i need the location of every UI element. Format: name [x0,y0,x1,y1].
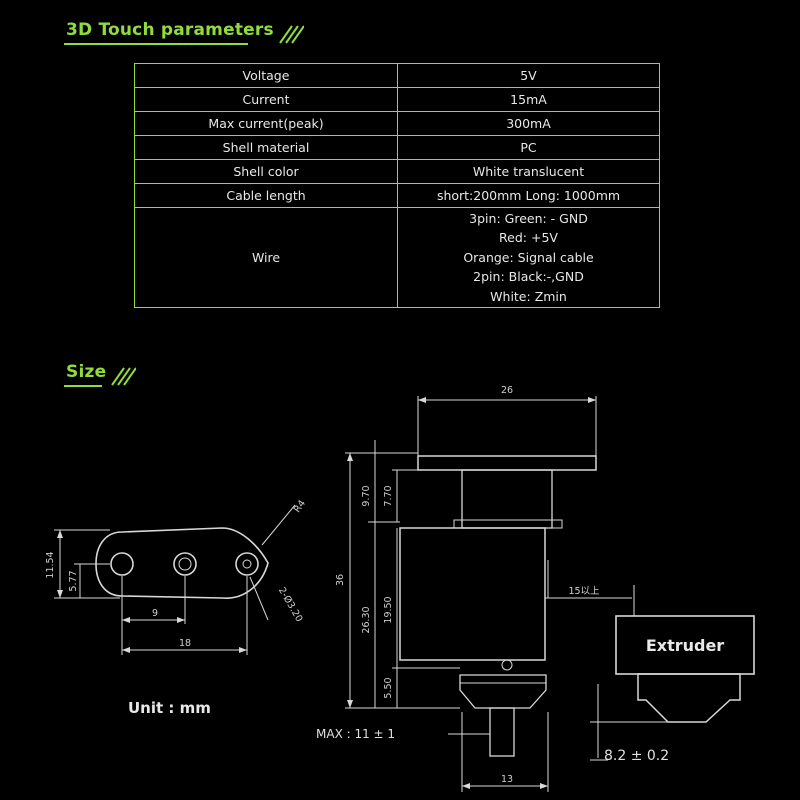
dim-base-half: 5.77 [68,570,79,591]
center-hole-inner [178,557,192,571]
extruder-label: Extruder [646,636,724,655]
dim-top-width: 26 [501,385,513,396]
base-plate-outline [95,527,269,599]
dim-bottom-width: 13 [501,774,513,785]
slashes-icon [111,367,137,386]
dim-h-b: 7.70 [383,485,394,506]
dim-h-a: 9.70 [361,485,372,506]
param-label: Wire [134,207,398,308]
neck [461,469,553,529]
body [399,527,546,661]
max-label: MAX : 11 ± 1 [316,727,395,741]
param-value-wire: 3pin: Green: - GND Red: +5V Orange: Signal… [397,207,660,308]
nozzle-label: 8.2 ± 0.2 [604,748,669,764]
wire-line: Orange: Signal cable [463,249,594,265]
probe-pin [489,707,515,757]
heading-underline [64,385,103,387]
wire-line: 3pin: Green: - GND [469,210,588,226]
param-label: Shell color [134,159,398,184]
dim-total-height: 36 [335,574,346,586]
param-value: PC [397,135,660,160]
dim-h-e: 5.50 [383,677,394,698]
slashes-icon [278,25,304,44]
size-heading: Size [64,362,137,387]
dim-holes: 2-Ø3.20 [276,585,305,624]
right-hole [235,552,259,576]
left-hole [110,552,134,576]
param-label: Voltage [134,63,398,88]
param-row-wire: Wire 3pin: Green: - GND Red: +5V Orange: Si… [134,207,660,308]
unit-label: Unit : mm [128,699,211,717]
param-label: Max current(peak) [134,111,398,136]
right-hole-inner [242,559,252,569]
dim-radius: R4 [292,498,308,515]
param-value: 5V [397,63,660,88]
dim-hole-span: 18 [179,638,191,649]
dim-h-c: 26.30 [361,606,372,633]
nozzle [637,673,741,723]
parameters-heading: 3D Touch parameters [64,20,304,45]
top-plate [417,455,597,471]
dim-h-d: 19.50 [383,596,394,623]
parameters-title: 3D Touch parameters [66,20,274,40]
wire-line: 2pin: Black:-,GND [473,269,584,285]
wire-line: Red: +5V [499,230,558,246]
dim-offset: 15以上 [568,586,600,597]
dim-hole-pitch: 9 [152,608,158,619]
bottom-cone [459,674,547,709]
wire-line: White: Zmin [490,288,567,304]
dim-base-height: 11.54 [45,551,56,578]
param-label: Cable length [134,183,398,208]
heading-underline [64,43,248,45]
size-title: Size [66,362,107,382]
center-hole [173,552,197,576]
